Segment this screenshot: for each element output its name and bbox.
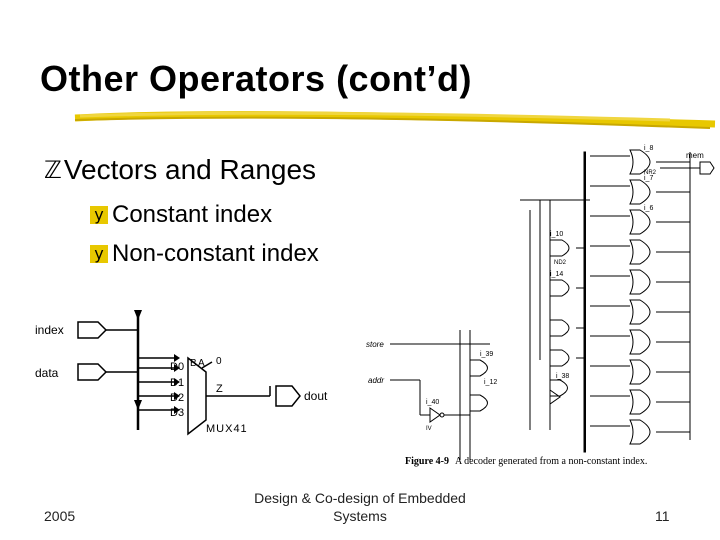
gate-type-nd2: ND2 <box>554 260 567 266</box>
footer-course-line2: Systems <box>333 508 387 524</box>
gate-label-i6: i_6 <box>644 205 653 212</box>
y-bullet-icon: y <box>90 206 108 224</box>
mux-port-d2: D2 <box>170 392 184 404</box>
page-number: 11 <box>655 508 670 524</box>
mux-component-name: MUX41 <box>206 423 248 435</box>
title-underline <box>74 111 716 129</box>
mux-input-data: data <box>35 366 59 380</box>
figure-caption: Figure 4-9 A decoder generated from a no… <box>405 456 647 467</box>
decoder-input-addr: addr <box>368 376 384 385</box>
mux-output-pin: Z <box>216 383 223 395</box>
footer-course-line1: Design & Co-design of Embedded <box>254 490 466 506</box>
bullet-text: Vectors and Ranges <box>63 154 317 185</box>
gate-type-iv: IV <box>426 426 432 432</box>
gate-label-i39: i_39 <box>480 351 493 358</box>
y-bullet-icon: y <box>90 245 108 263</box>
gate-type-nr2: NR2 <box>644 170 657 176</box>
figure-label: Figure 4-9 <box>405 456 449 467</box>
mux-select-a: A <box>198 358 205 369</box>
slide-title: Other Operators (cont’d) <box>40 58 473 99</box>
mux-port-d0: D0 <box>170 361 184 373</box>
bullet-text: Non-constant index <box>112 240 319 267</box>
bullet-text: Constant index <box>112 201 273 228</box>
mux-select-b: B <box>190 358 197 369</box>
gate-label-i7: i_7 <box>644 175 653 182</box>
decoder-output-mem: mem <box>686 151 704 160</box>
footer-course-title: Design & Co-design of Embedded Systems <box>230 489 490 525</box>
gate-label-i14: i_14 <box>550 271 563 278</box>
gate-label-i12: i_12 <box>484 379 497 386</box>
bullet-non-constant-index: y Non-constant index <box>90 240 319 268</box>
gate-label-i8: i_8 <box>644 145 653 152</box>
gate-label-i10: i_10 <box>550 231 563 238</box>
mux-schematic: index data D0 D1 D2 D3 B A 0 Z dout MUX4… <box>35 310 328 436</box>
mux-select-0: 0 <box>216 356 222 367</box>
mux-input-index: index <box>35 323 64 337</box>
gate-label-i38: i_38 <box>556 373 569 380</box>
mux-output-dout: dout <box>304 389 328 403</box>
footer-year: 2005 <box>44 508 76 524</box>
bullet-constant-index: y Constant index <box>90 201 272 229</box>
mux-port-d3: D3 <box>170 407 184 419</box>
z-bullet-icon: ℤ <box>44 156 62 184</box>
bullet-vectors-ranges: ℤ Vectors and Ranges <box>44 154 316 186</box>
decoder-schematic: store addr mem i_8 i_7 i_6 i_10 i_14 i_3… <box>366 145 715 460</box>
decoder-input-store: store <box>366 340 384 349</box>
gate-label-i40: i_40 <box>426 399 439 406</box>
mux-port-d1: D1 <box>170 377 184 389</box>
figure-caption-text: A decoder generated from a non-constant … <box>454 456 648 467</box>
